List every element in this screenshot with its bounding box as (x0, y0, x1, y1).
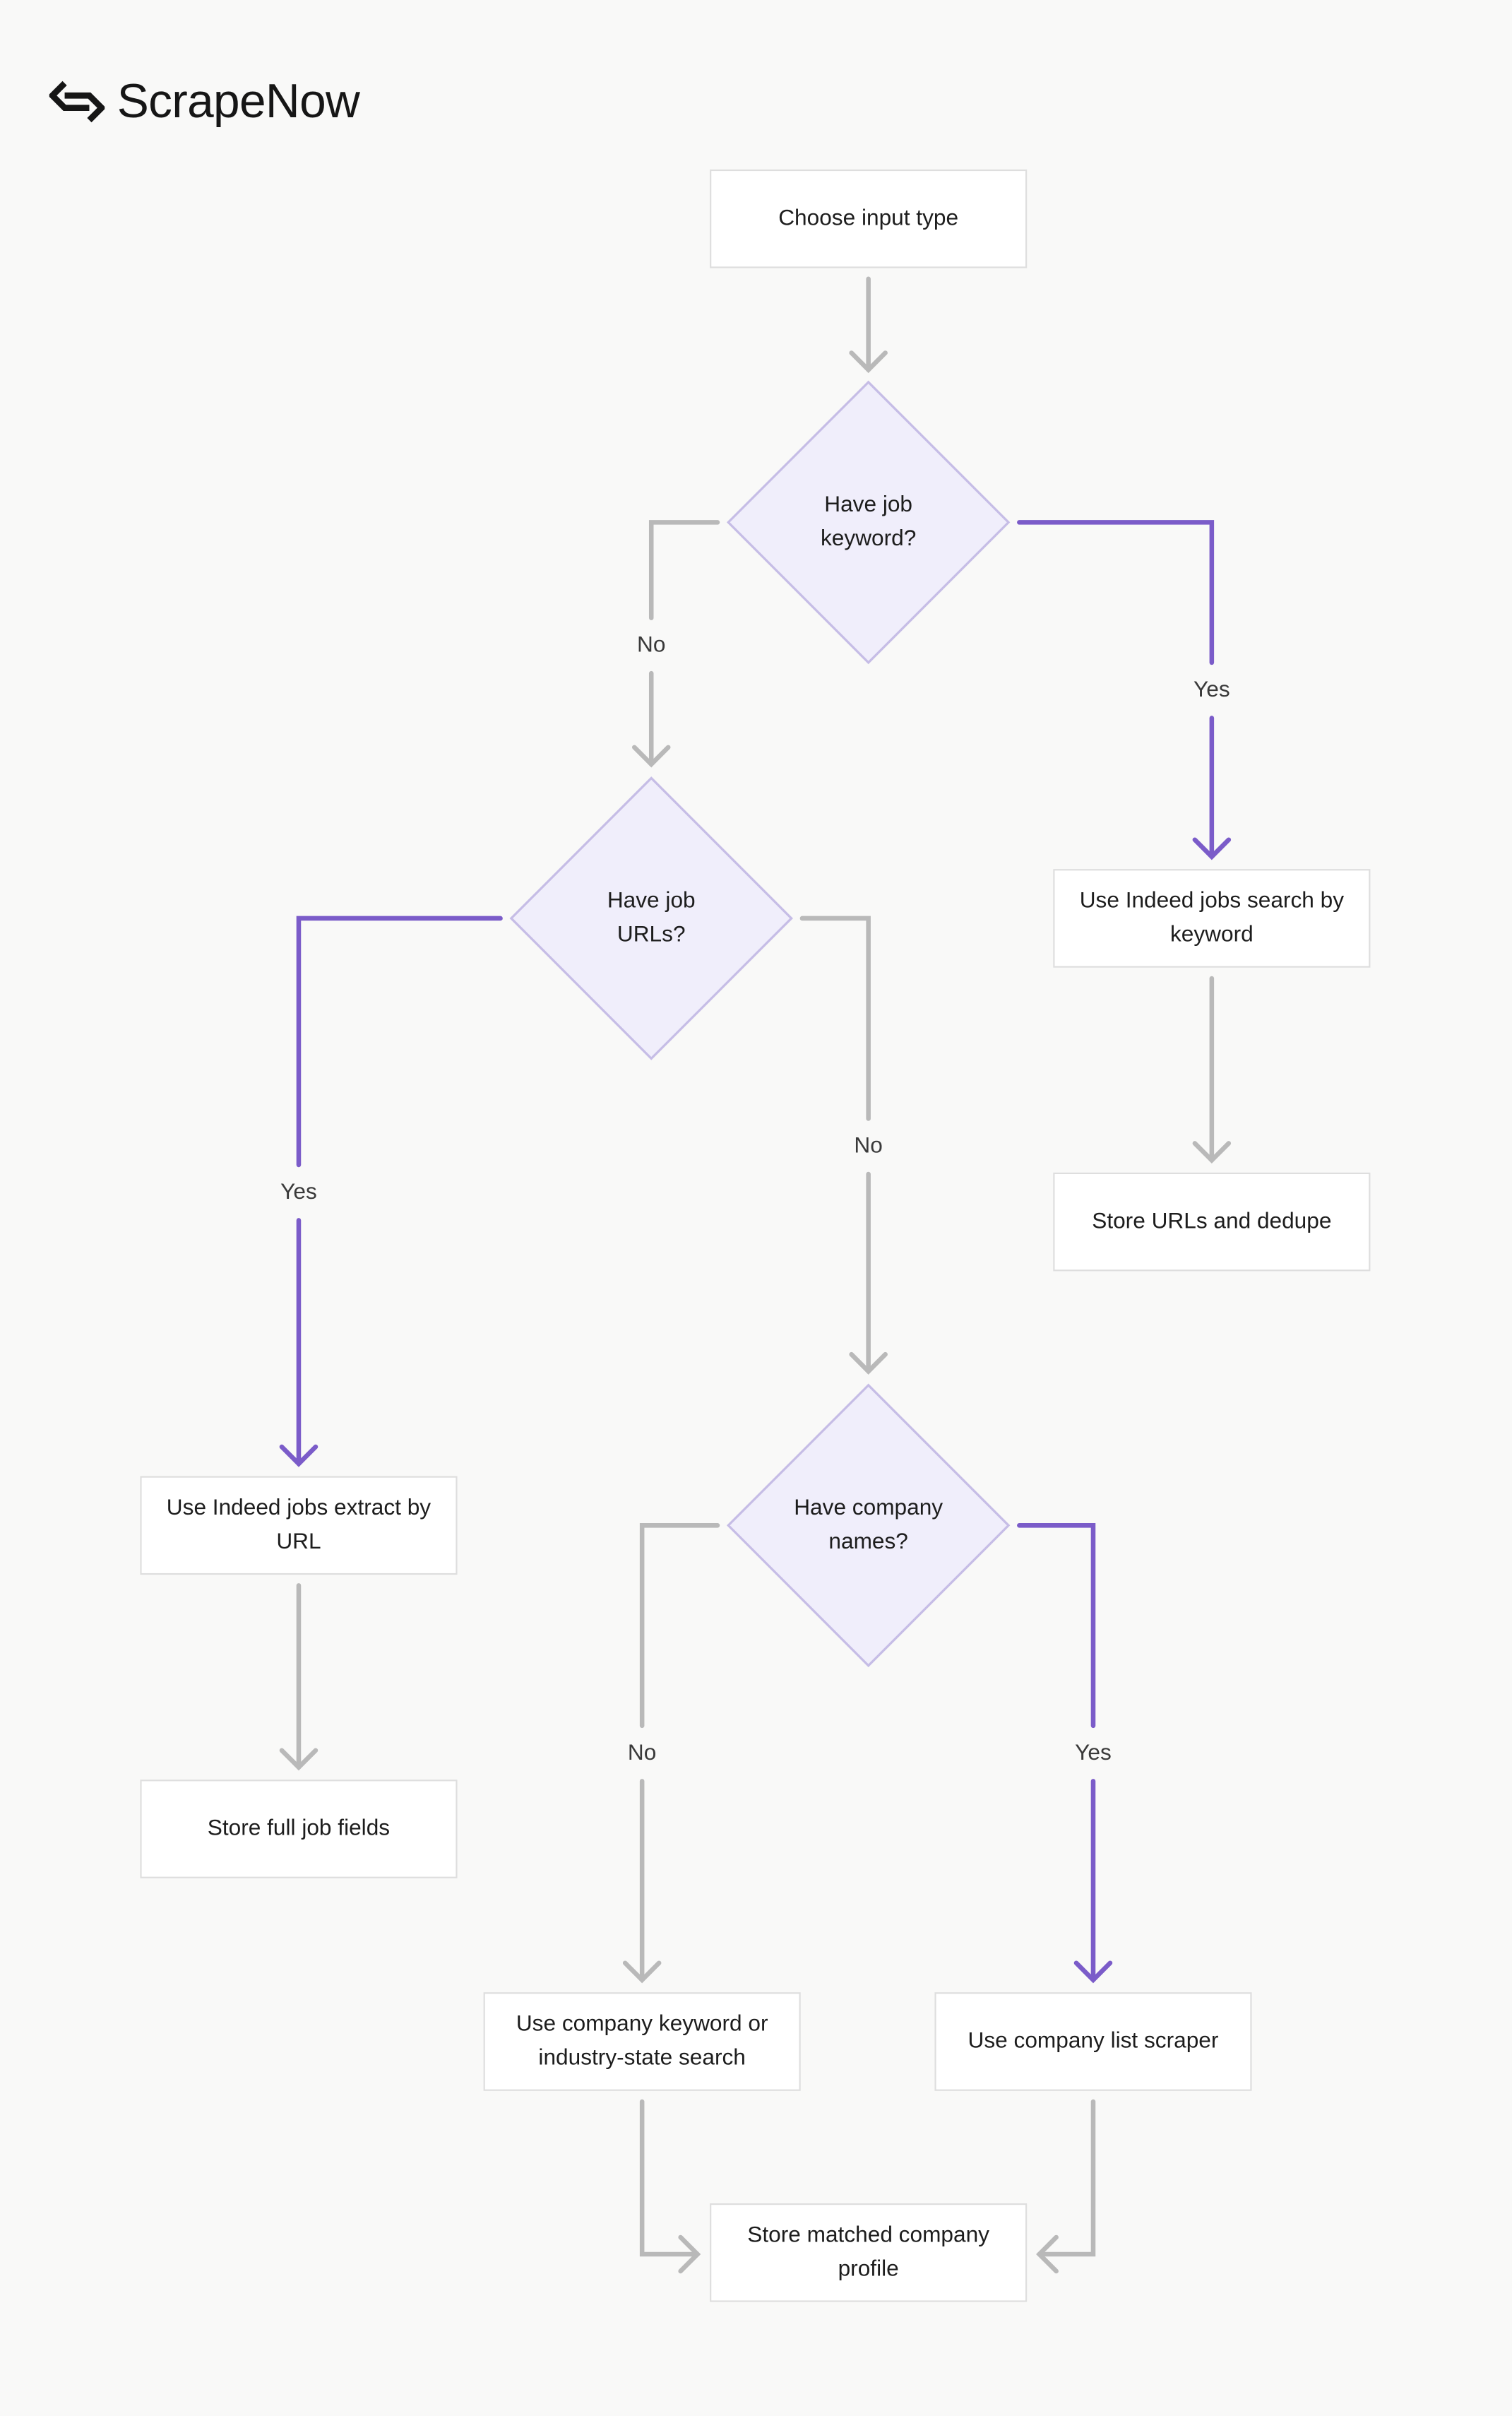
arrowhead-urls-no-to-company-names (849, 1351, 888, 1375)
edge-urls-yes-to-extract (296, 916, 503, 1467)
brand-name: ScrapeNow (117, 73, 360, 129)
edge-label-company-no: No (627, 1741, 657, 1766)
brand: ScrapeNow (49, 68, 360, 136)
node-indeed-jobs-extract-by-url: Use Indeed jobs extract by URL (140, 1476, 458, 1575)
arrowhead-urls-yes-to-extract (279, 1444, 319, 1467)
node-company-list-scraper-label: Use company list scraper (968, 2029, 1219, 2054)
decision-have-company-names-label: Have company names? (794, 1496, 943, 1555)
node-choose-input-type-label: Choose input type (778, 206, 959, 232)
edge-company-no-to-keyword-search (639, 1523, 720, 1983)
edge-label-urls-yes: Yes (280, 1180, 317, 1205)
node-company-keyword-or-industry-state-search-label: Use company keyword or industry-state se… (516, 2012, 768, 2071)
edge-keyword-search-to-store-profile (639, 2099, 700, 2257)
node-store-matched-company-profile-label: Store matched company profile (747, 2223, 989, 2282)
edge-label-keyword-yes: Yes (1193, 677, 1230, 703)
node-store-full-job-fields-label: Store full job fields (207, 1816, 391, 1842)
edge-list-scraper-to-store-profile (1037, 2099, 1096, 2257)
decision-have-company-names-shape (726, 1383, 1011, 1668)
node-store-full-job-fields: Store full job fields (140, 1780, 458, 1878)
edge-label-company-yes: Yes (1075, 1741, 1112, 1766)
arrowhead-choose-to-keyword (849, 350, 888, 374)
decision-have-job-keyword-shape (726, 380, 1011, 665)
arrowhead-search-to-store-urls (1192, 1141, 1232, 1164)
decision-have-job-keyword-label: Have job keyword? (820, 492, 917, 552)
arrowhead-keyword-yes-to-search (1192, 837, 1232, 860)
edge-keyword-no-to-urls (648, 520, 720, 767)
node-indeed-jobs-extract-by-url-label: Use Indeed jobs extract by URL (166, 1496, 431, 1555)
arrowhead-extract-to-store-fields (279, 1748, 319, 1771)
arrowhead-keyword-search-to-store-profile (678, 2234, 701, 2274)
node-store-urls-and-dedupe: Store URLs and dedupe (1053, 1172, 1371, 1272)
arrowhead-company-yes-to-list-scraper (1073, 1960, 1113, 1984)
node-indeed-jobs-search-by-keyword-label: Use Indeed jobs search by keyword (1079, 889, 1345, 948)
scrapenow-logo-icon (49, 81, 105, 123)
edge-label-keyword-no: No (637, 633, 666, 658)
edge-keyword-yes-to-search (1017, 520, 1215, 859)
node-indeed-jobs-search-by-keyword: Use Indeed jobs search by keyword (1053, 869, 1371, 968)
node-store-urls-and-dedupe-label: Store URLs and dedupe (1092, 1209, 1332, 1235)
node-company-list-scraper: Use company list scraper (934, 1992, 1252, 2091)
edge-label-urls-no: No (854, 1134, 883, 1159)
node-company-keyword-or-industry-state-search: Use company keyword or industry-state se… (483, 1992, 801, 2091)
arrowhead-list-scraper-to-store-profile (1036, 2234, 1059, 2274)
arrowhead-company-no-to-keyword-search (622, 1960, 662, 1984)
edge-urls-no-to-company-names (799, 916, 871, 1374)
node-choose-input-type: Choose input type (710, 169, 1028, 268)
node-store-matched-company-profile: Store matched company profile (710, 2203, 1028, 2302)
edge-company-yes-to-list-scraper (1017, 1523, 1096, 1983)
decision-have-job-urls-label: Have job URLs? (607, 889, 696, 948)
arrowhead-keyword-no-to-urls (631, 745, 671, 768)
decision-have-job-urls-shape (509, 776, 793, 1060)
